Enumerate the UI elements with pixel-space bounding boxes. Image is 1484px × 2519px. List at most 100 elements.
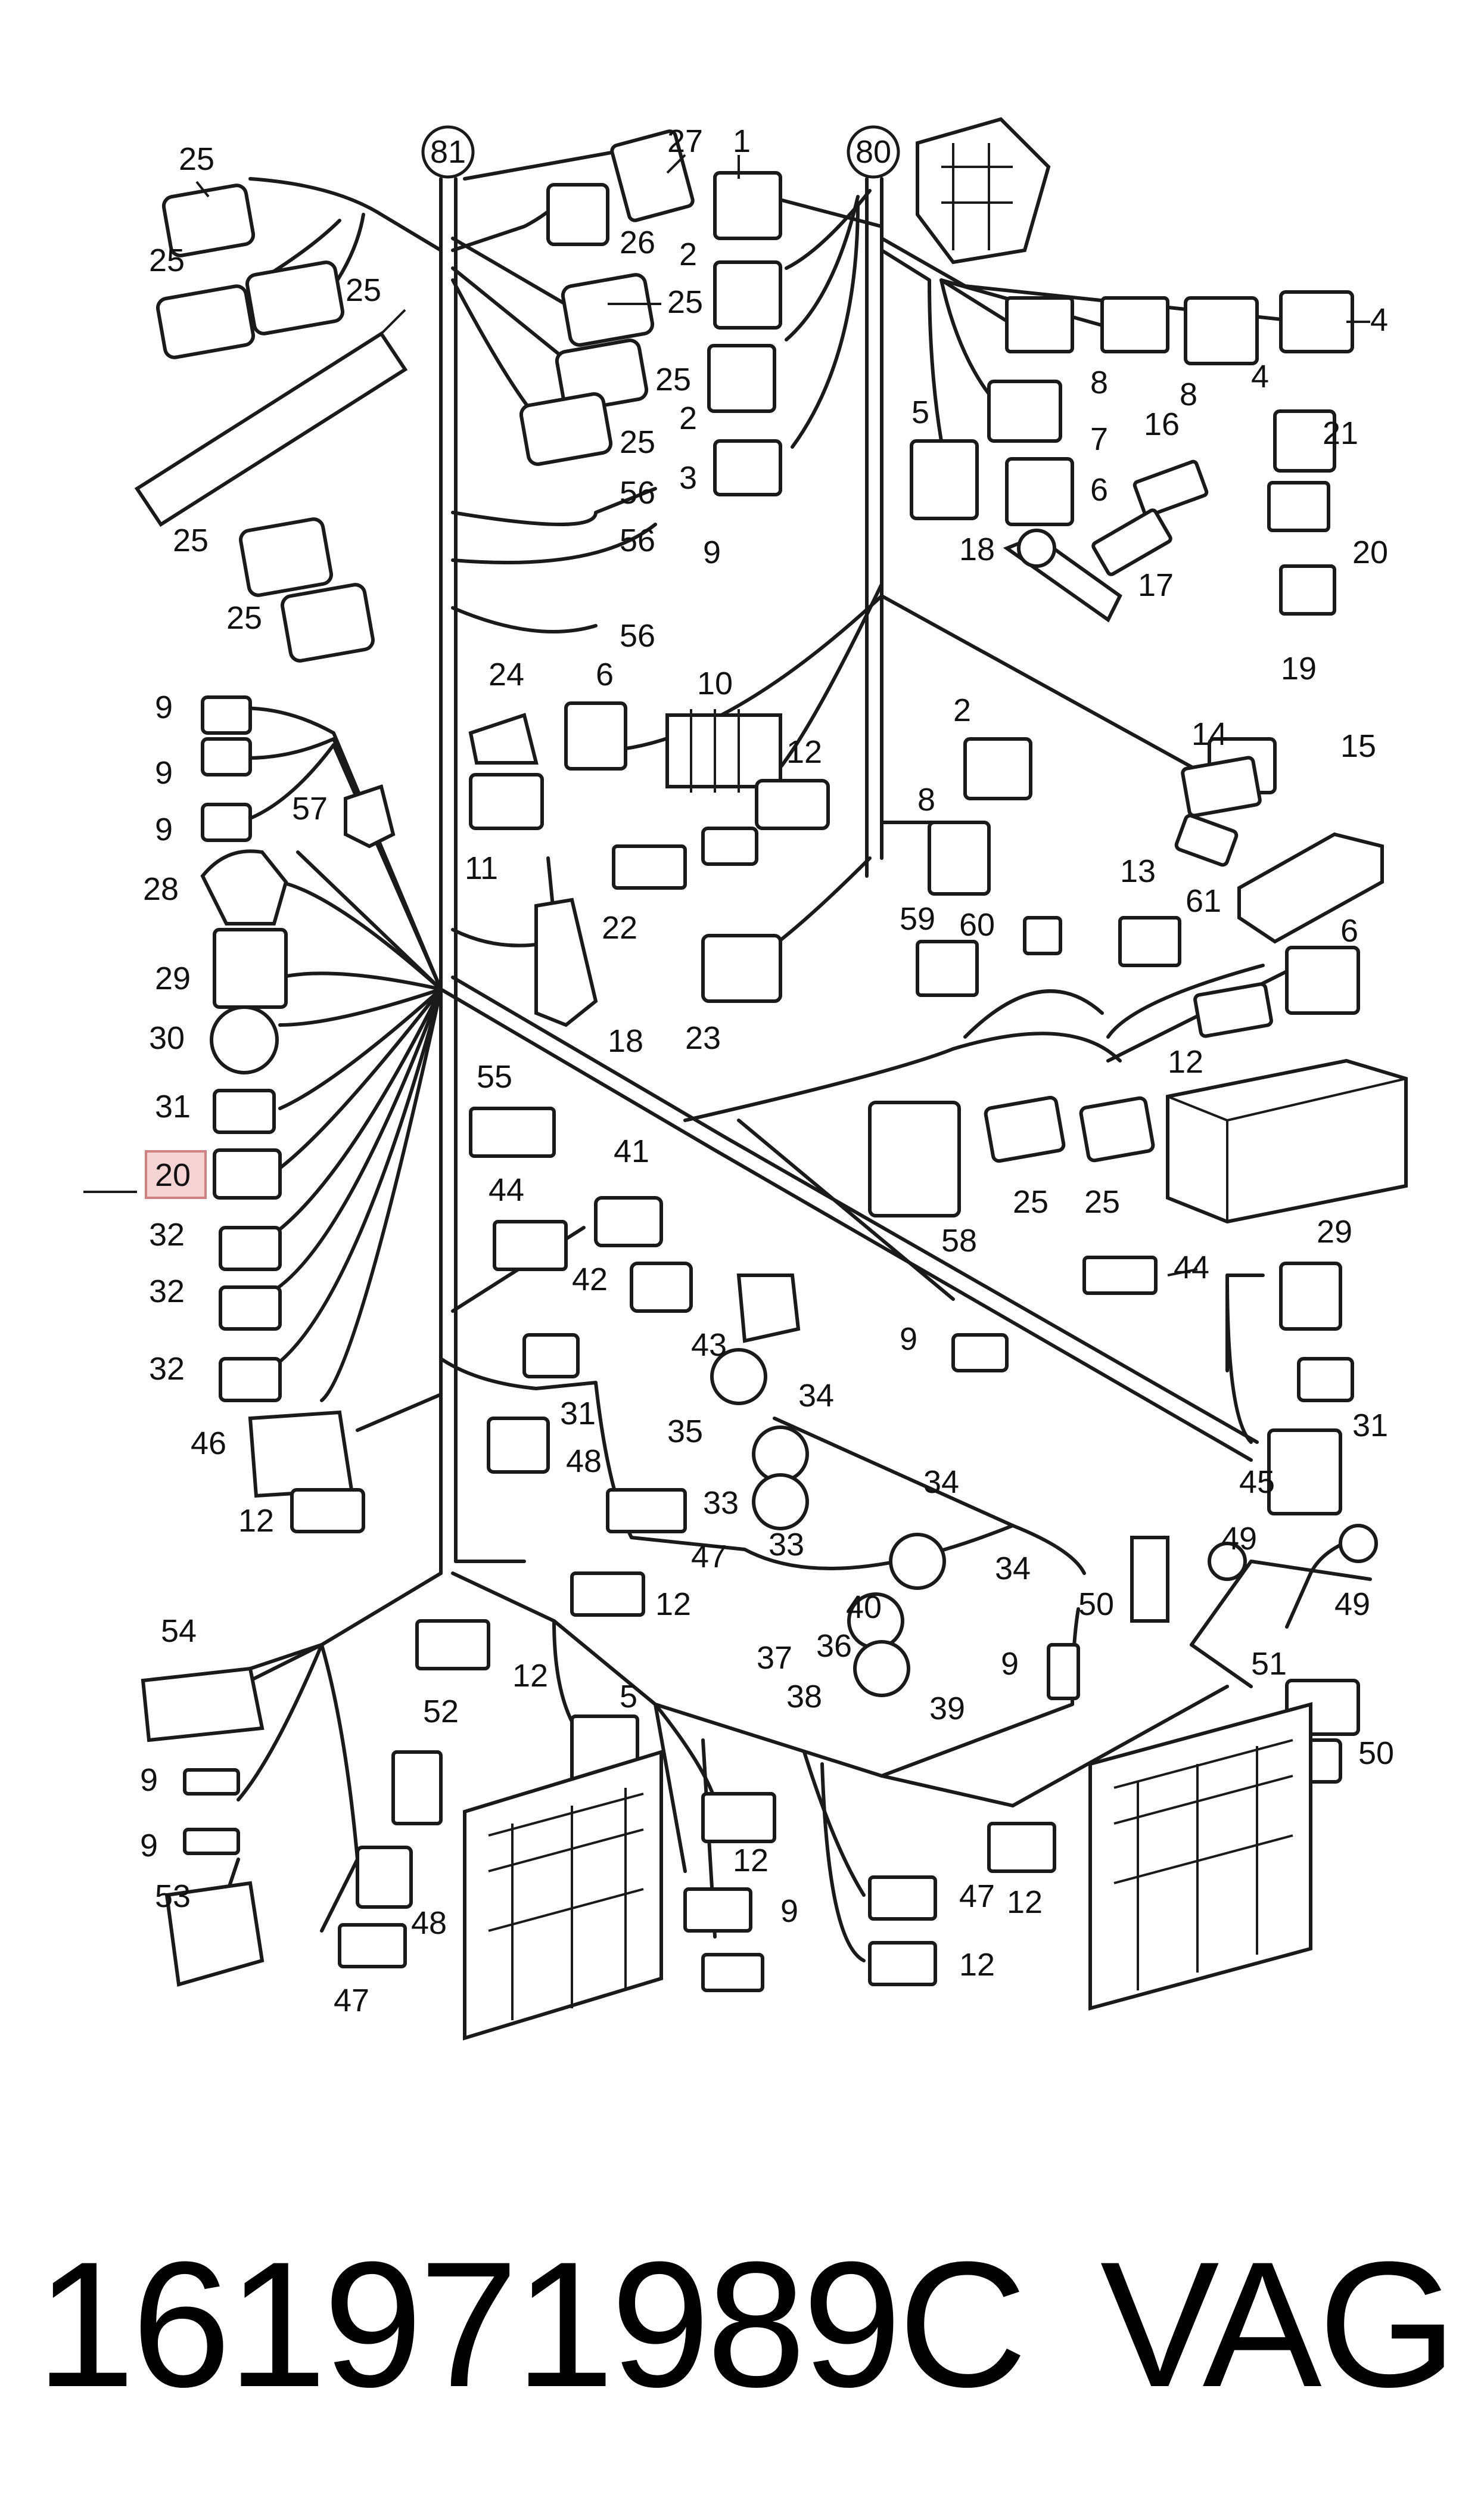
callout-label: 12: [786, 734, 822, 770]
callout-label: 21: [1323, 415, 1358, 451]
wiring-harness-diagram: 81 80: [83, 117, 1408, 2041]
callout-label: 10: [697, 666, 733, 701]
callout-label: 26: [620, 225, 655, 260]
callout-label: 34: [923, 1464, 959, 1500]
callout-label: 31: [1352, 1408, 1388, 1443]
callout-label: 55: [477, 1059, 512, 1095]
callout-label: 37: [757, 1640, 792, 1676]
callout-label: 32: [149, 1274, 185, 1309]
callout-label: 25: [149, 243, 185, 278]
callout-label: 50: [1358, 1735, 1394, 1771]
callout-label: 20: [1352, 535, 1388, 570]
callout-label: 2: [679, 237, 697, 272]
callout-label: 11: [465, 850, 498, 886]
callout-label: 47: [959, 1878, 995, 1914]
callout-label: 32: [149, 1217, 185, 1253]
callout-label: 1: [733, 123, 751, 159]
callout-label: 9: [780, 1893, 798, 1929]
callout-label: 49: [1221, 1521, 1257, 1557]
callout-label: 53: [155, 1878, 191, 1914]
highlighted-callout-box: [145, 1150, 207, 1199]
callout-label: 56: [620, 475, 655, 511]
callout-label: 6: [1090, 472, 1108, 508]
callout-label: 28: [143, 871, 179, 907]
callout-label: 18: [608, 1023, 643, 1059]
callout-label: 9: [155, 755, 173, 791]
callout-label: 25: [173, 523, 209, 558]
callout-label: 48: [411, 1905, 447, 1941]
callout-label: 40: [846, 1589, 882, 1625]
callout-label: 3: [679, 460, 697, 496]
callout-label: 5: [620, 1679, 637, 1714]
callout-leaders: [83, 154, 1370, 1276]
callout-label: 42: [572, 1262, 608, 1297]
callout-label: 59: [900, 901, 935, 937]
connectors: [134, 117, 1408, 2041]
callout-label: 24: [489, 657, 524, 692]
callout-label: 16: [1144, 406, 1180, 442]
callout-label: 12: [1007, 1884, 1043, 1920]
callout-label: 51: [1251, 1646, 1287, 1682]
callout-label: 61: [1186, 883, 1221, 919]
callout-label: 47: [334, 1983, 369, 2018]
callout-label: 9: [140, 1762, 158, 1798]
callout-label: 18: [959, 532, 995, 567]
callout-label: 30: [149, 1020, 185, 1056]
callout-label: 25: [226, 600, 262, 636]
callout-label: 46: [191, 1425, 226, 1461]
callout-label: 4: [1251, 359, 1269, 395]
callout-label: 33: [769, 1527, 804, 1563]
callout-label: 8: [1180, 377, 1197, 412]
callout-label: 34: [798, 1378, 834, 1414]
callout-label: 25: [1084, 1184, 1120, 1220]
reference-circle-81: 81: [421, 125, 475, 179]
brand-name: VAG: [1100, 2224, 1457, 2424]
callout-label: 22: [602, 910, 637, 946]
callout-label: 45: [1239, 1464, 1275, 1500]
callout-label: 8: [1090, 365, 1108, 400]
part-number-footer: 161971989C VAG: [36, 2217, 1457, 2431]
callout-label: 9: [1001, 1646, 1019, 1682]
callout-label: 57: [292, 791, 328, 827]
callout-label: 9: [140, 1828, 158, 1863]
reference-label: 80: [855, 134, 891, 170]
callout-label: 8: [917, 782, 935, 818]
callout-label: 38: [786, 1679, 822, 1714]
callout-label: 9: [703, 535, 721, 570]
callout-label: 41: [614, 1133, 649, 1169]
callout-label: 9: [155, 812, 173, 847]
callout-label: 44: [1174, 1250, 1209, 1285]
callout-label: 32: [149, 1351, 185, 1387]
callout-label: 31: [155, 1089, 191, 1125]
part-number: 161971989C: [36, 2224, 1027, 2424]
callout-label: 47: [691, 1539, 727, 1574]
callout-label: 23: [685, 1020, 721, 1056]
callout-label: 29: [1317, 1214, 1352, 1250]
callout-label: 12: [238, 1503, 274, 1539]
callout-label: 20: [155, 1157, 191, 1193]
callout-labels: 25 25 25 27 26 25 25 25 1 2 2 3 4 8 8 4 …: [140, 123, 1394, 2018]
callout-label: 6: [596, 657, 614, 692]
callout-label: 56: [620, 618, 655, 654]
callout-label: 43: [691, 1327, 727, 1363]
callout-label: 58: [941, 1223, 977, 1259]
callout-label: 12: [733, 1843, 769, 1878]
callout-label: 2: [953, 692, 971, 728]
reference-label: 81: [430, 134, 466, 170]
callout-label: 44: [489, 1172, 524, 1208]
callout-label: 25: [655, 362, 691, 397]
callout-label: 39: [929, 1691, 965, 1726]
callout-label: 33: [703, 1485, 739, 1521]
callout-label: 34: [995, 1551, 1031, 1586]
callout-label: 9: [900, 1321, 917, 1357]
reference-circle-80: 80: [847, 125, 900, 179]
callout-label: 15: [1340, 728, 1376, 764]
callout-label: 9: [155, 689, 173, 725]
callout-label: 12: [512, 1658, 548, 1694]
callout-label: 31: [560, 1396, 596, 1431]
callout-label: 5: [911, 395, 929, 430]
callout-label: 17: [1138, 567, 1174, 603]
callout-label: 12: [655, 1586, 691, 1622]
callout-label: 6: [1340, 913, 1358, 949]
callout-label: 49: [1334, 1586, 1370, 1622]
